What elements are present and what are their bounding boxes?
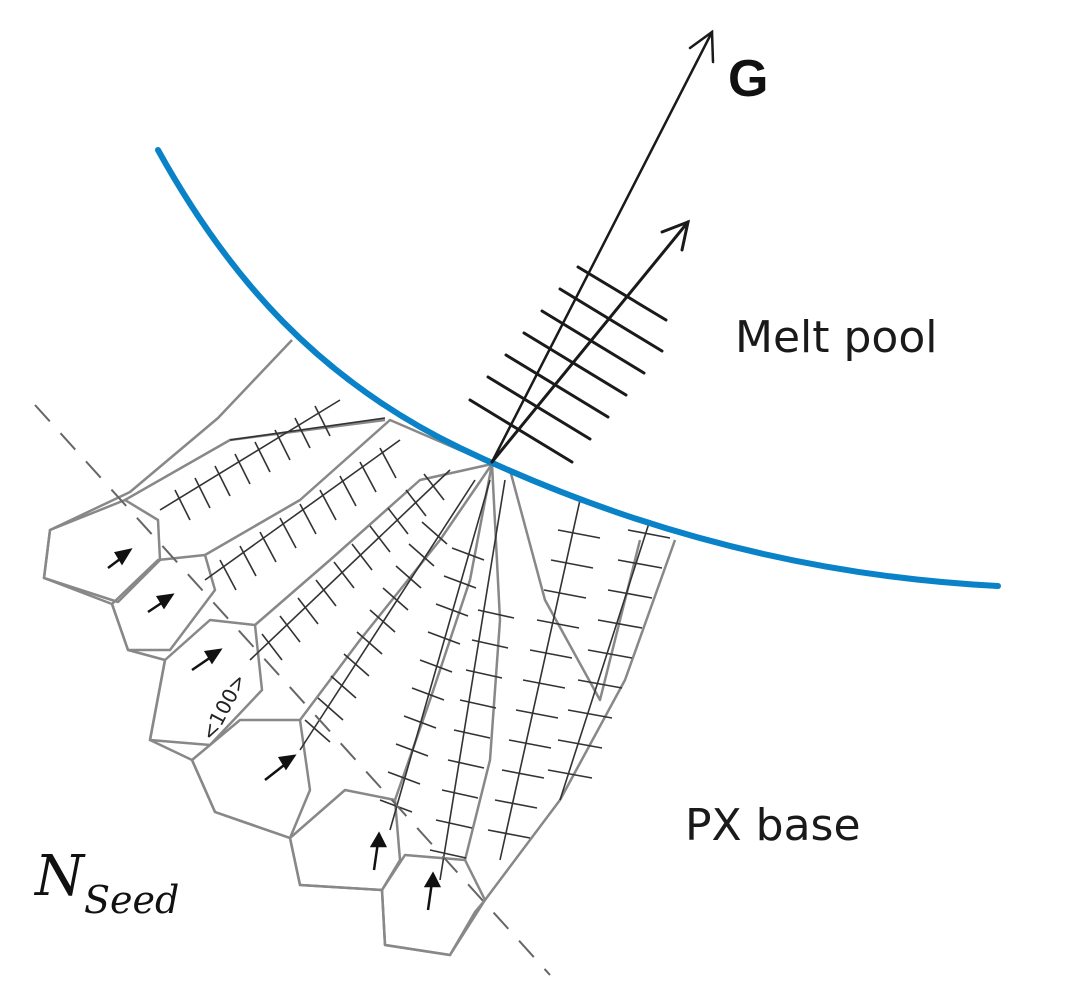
seed-grain-6 xyxy=(380,853,487,957)
growth-trunk xyxy=(490,220,690,464)
grain-boundary-7 xyxy=(484,539,677,901)
dendrite-trunk-9 xyxy=(229,417,386,441)
small-arrow-icon xyxy=(107,548,133,569)
growth-direction-arrow xyxy=(468,219,691,464)
dendrite-arms-2 xyxy=(219,447,397,591)
small-arrow-icon xyxy=(191,648,223,672)
dendrite-trunk-6 xyxy=(439,479,506,881)
orientation-dashed-line xyxy=(34,404,551,976)
dendrite-hatching xyxy=(159,399,671,881)
dendrite-arms-6 xyxy=(429,609,515,859)
seed-grain-1 xyxy=(42,498,162,604)
gradient-label: G xyxy=(728,50,768,108)
arrow-up-right-icon xyxy=(660,219,691,252)
dendrite-arms-1 xyxy=(174,405,331,521)
n-seed-symbol: N xyxy=(33,844,86,909)
dendrite-trunk-5 xyxy=(389,479,491,831)
melt-pool-boundary xyxy=(155,147,1001,589)
n-seed-subscript: Seed xyxy=(84,878,179,922)
small-arrow-icon xyxy=(264,754,297,781)
dendrite-trunk-8 xyxy=(559,519,651,801)
dendrite-trunk-1 xyxy=(159,399,341,511)
dendrite-arms-8 xyxy=(547,529,671,779)
grain-boundary-4 xyxy=(299,463,494,721)
dendrite-trunk-3 xyxy=(249,469,451,661)
grain-boundary-3 xyxy=(254,462,493,626)
small-arrow-icon xyxy=(423,871,442,911)
dendrite-arms-7 xyxy=(487,529,601,839)
dendrite-trunk-7 xyxy=(499,499,581,861)
grain-boundary-2 xyxy=(204,418,493,557)
small-arrow-icon xyxy=(369,831,388,871)
dendrite-arms-3 xyxy=(261,473,445,661)
base-label: PX base xyxy=(685,800,861,851)
grain-boundary-8 xyxy=(508,469,642,702)
grain-boundary-6 xyxy=(463,463,502,861)
seed-arrows xyxy=(107,548,442,911)
seed-grain-2 xyxy=(110,553,217,652)
growth-arms xyxy=(468,265,668,464)
dendrite-arms-4 xyxy=(304,521,448,743)
seed-grain-3 xyxy=(148,618,264,747)
small-arrow-icon xyxy=(147,593,175,614)
dendrite-trunk-4 xyxy=(299,479,476,751)
n-seed-label: NSeed xyxy=(33,844,179,922)
arrow-up-right-icon xyxy=(490,29,715,464)
seed-grain-5 xyxy=(288,788,402,892)
melt-pool-label: Melt pool xyxy=(735,312,938,363)
